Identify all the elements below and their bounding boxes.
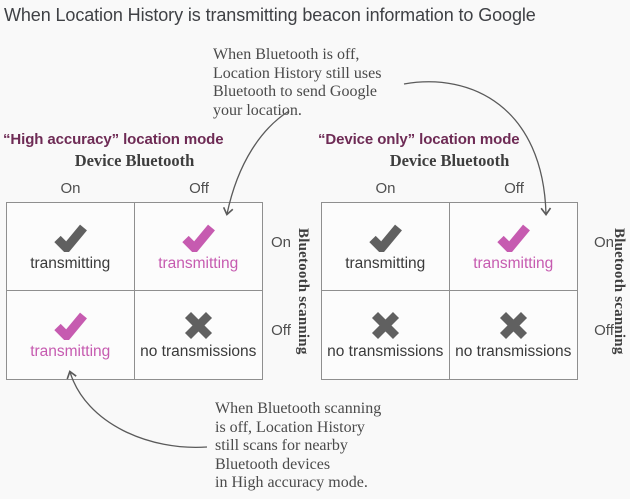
- cell-status: transmitting: [473, 254, 554, 272]
- col-label-right-on: On: [375, 180, 396, 197]
- row-label-right-off: Off: [594, 322, 614, 339]
- x-icon: [183, 311, 214, 340]
- column-axis-title-right: Device Bluetooth: [389, 151, 510, 170]
- cell-status: transmitting: [30, 343, 111, 360]
- col-label-left-on: On: [60, 180, 81, 197]
- mode-label-device-only: “Device only” location mode: [318, 131, 520, 148]
- row-label-right-on: On: [593, 234, 614, 251]
- cell-status: no transmissions: [327, 343, 444, 360]
- row-label-left-off: Off: [271, 322, 291, 339]
- column-axis-title-left: Device Bluetooth: [74, 151, 195, 170]
- cell-status: transmitting: [158, 254, 239, 272]
- check-icon: [52, 311, 89, 340]
- mode-label-high-accuracy: “High accuracy” location mode: [3, 131, 224, 148]
- cell-do-bton-scanoff: no transmissions: [322, 291, 450, 379]
- cell-status: no transmissions: [455, 343, 572, 360]
- cell-do-btoff-scanon: transmitting: [449, 203, 577, 291]
- x-icon: [370, 311, 401, 340]
- cell-status: transmitting: [30, 254, 111, 272]
- row-axis-title-left: Bluetooth scanning: [295, 227, 311, 355]
- cell-do-bton-scanon: transmitting: [322, 203, 450, 291]
- cell-status: transmitting: [345, 254, 426, 272]
- annotation-scanning-off: When Bluetooth scanning is off, Location…: [215, 400, 382, 491]
- col-label-right-off: Off: [504, 180, 524, 197]
- cell-ha-btoff-scanon: transmitting: [134, 203, 262, 291]
- check-icon: [495, 223, 532, 252]
- cell-ha-bton-scanon: transmitting: [7, 203, 135, 291]
- matrix-device-only: transmitting transmitting no transmissio…: [321, 202, 578, 380]
- cell-ha-bton-scanoff: transmitting: [7, 291, 135, 379]
- cell-status: no transmissions: [140, 343, 257, 360]
- page-title: When Location History is transmitting be…: [4, 5, 536, 25]
- check-icon: [52, 223, 89, 252]
- cell-ha-btoff-scanoff: no transmissions: [135, 291, 263, 379]
- check-icon: [180, 223, 217, 252]
- check-icon: [367, 223, 404, 252]
- matrix-high-accuracy: transmitting transmitting transmitting n…: [6, 202, 263, 380]
- col-label-left-off: Off: [189, 180, 209, 197]
- row-axis-title-right: Bluetooth scanning: [611, 227, 627, 355]
- arrow-bottom-to-left-grid: [66, 370, 208, 449]
- cell-do-btoff-scanoff: no transmissions: [450, 291, 578, 379]
- annotation-bluetooth-off: When Bluetooth is off, Location History …: [213, 46, 382, 119]
- row-label-left-on: On: [270, 234, 291, 251]
- x-icon: [498, 311, 529, 340]
